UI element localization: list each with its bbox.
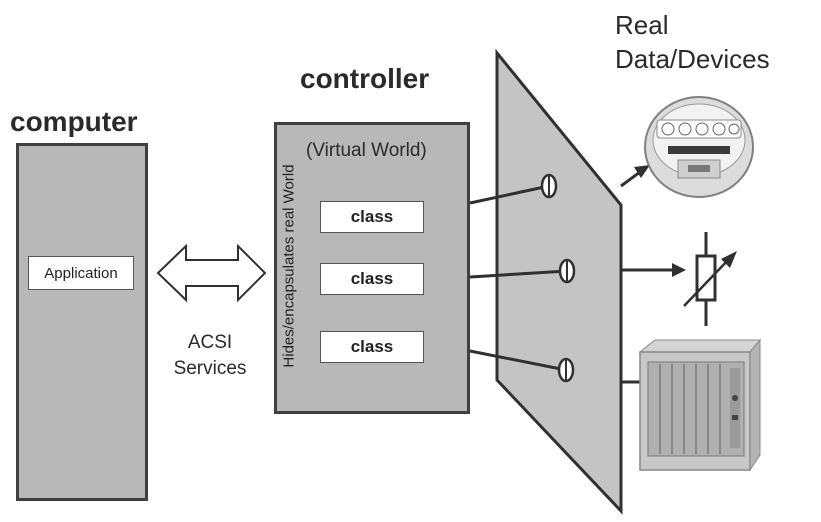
rack-equipment-icon	[638, 338, 762, 472]
device-arrow	[621, 263, 686, 277]
real-devices-title: Real Data/Devices	[615, 10, 770, 74]
device-arrow	[620, 165, 650, 188]
computer-title: computer	[10, 106, 138, 137]
connector-line	[469, 269, 568, 279]
port-icon	[540, 173, 558, 199]
port-icon	[557, 357, 575, 383]
acsi-services-label: ACSI Services	[173, 332, 247, 379]
controller-title: controller	[300, 63, 430, 94]
class-box: class	[320, 331, 424, 363]
class-box: class	[320, 263, 424, 295]
port-icon	[558, 258, 576, 284]
connector-line	[469, 184, 550, 205]
double-arrow-icon	[156, 243, 267, 303]
class-box: class	[320, 201, 424, 233]
boundary-plane	[495, 48, 623, 515]
hides-real-world-label: Hides/encapsulates real World	[280, 164, 298, 368]
variable-resistor-icon	[683, 232, 737, 326]
computer-box	[16, 143, 148, 501]
connector-line	[469, 349, 567, 372]
meter-icon	[644, 96, 754, 198]
virtual-world-label: (Virtual World)	[306, 140, 427, 161]
application-box: Application	[28, 256, 134, 290]
